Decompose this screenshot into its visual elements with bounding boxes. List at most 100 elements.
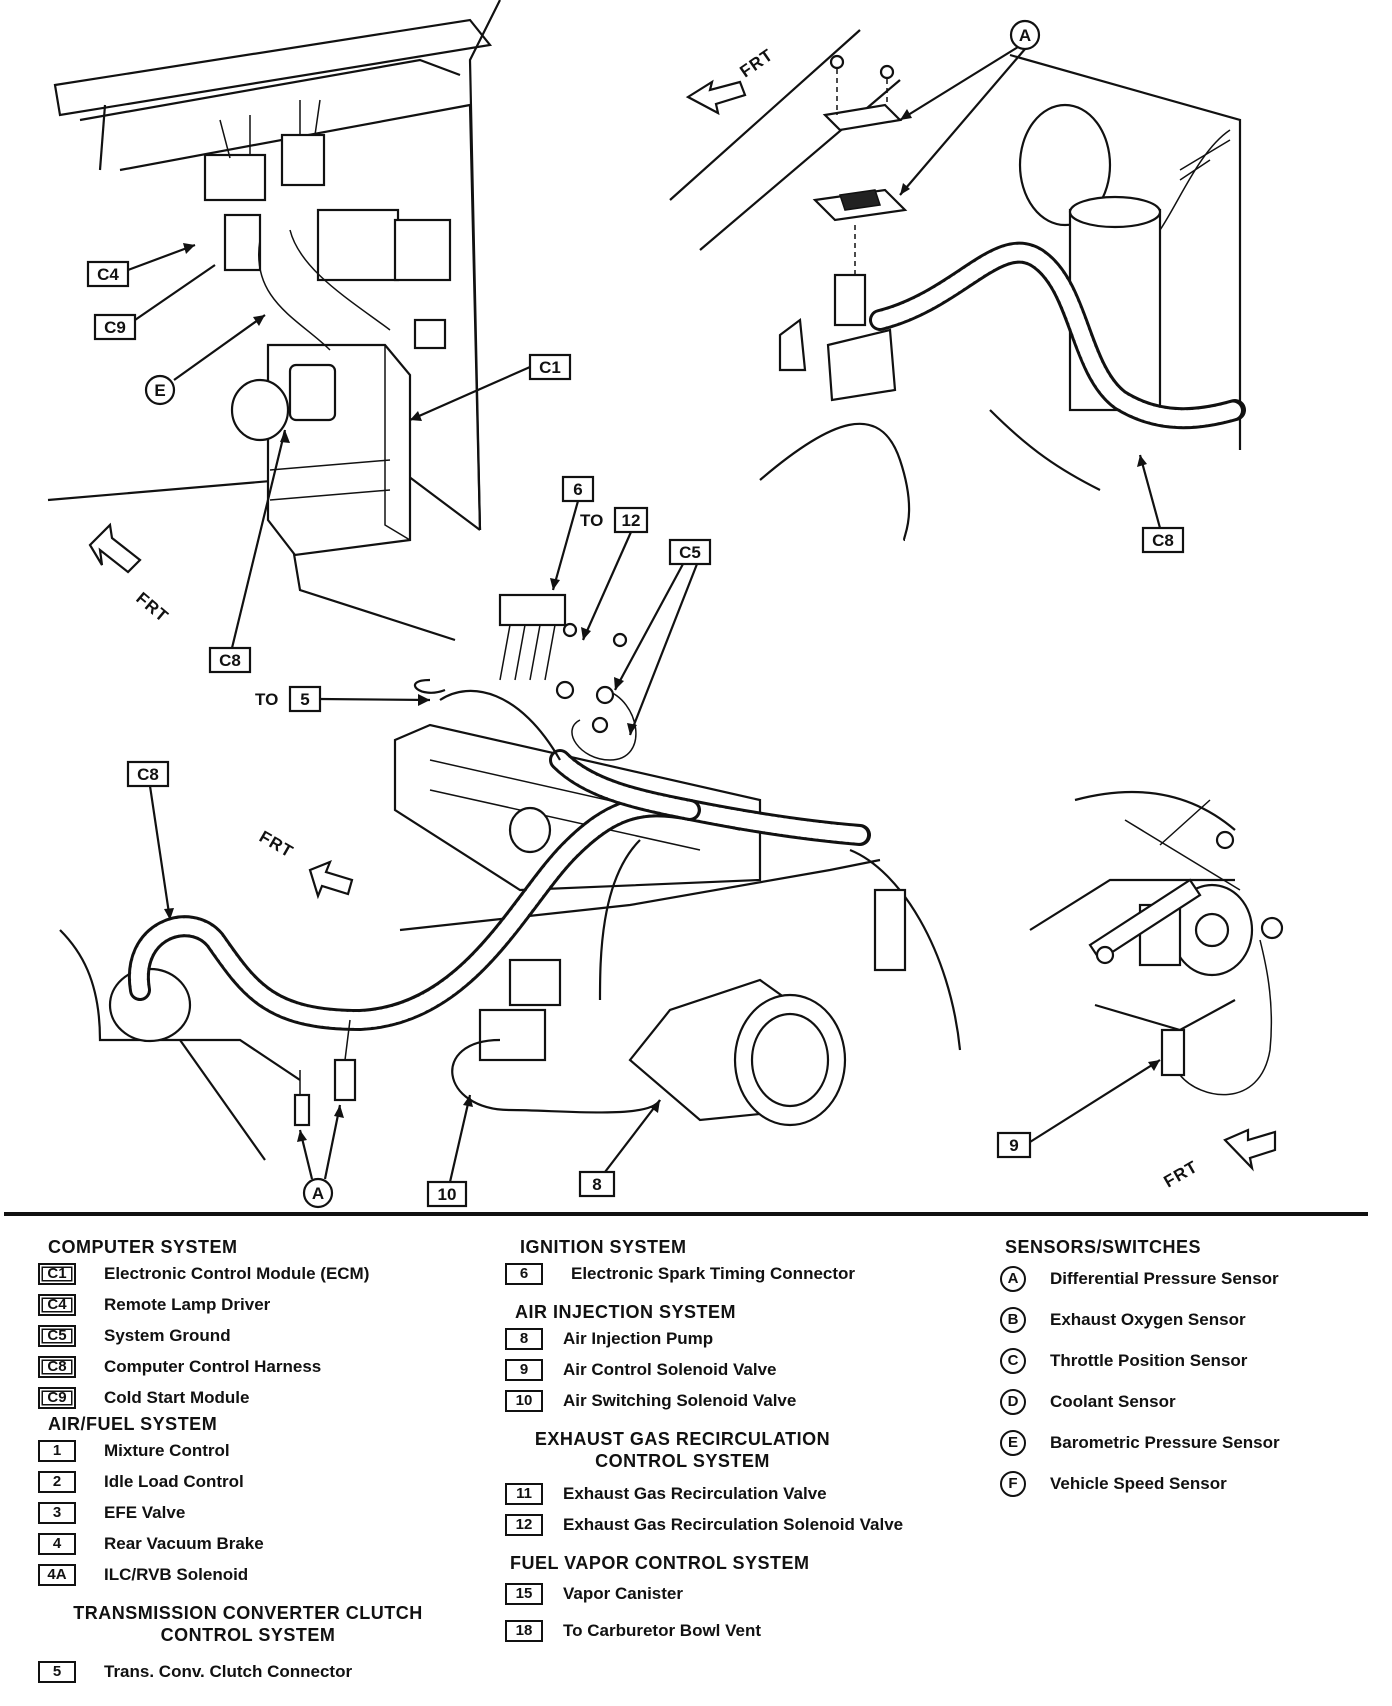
callout-c1-text: C1 — [539, 358, 561, 377]
legend-code: 10 — [505, 1389, 543, 1412]
callout-to12: TO 12 — [580, 506, 649, 641]
egr-heading-line2: CONTROL SYSTEM — [595, 1451, 770, 1471]
callout-to12-prefix: TO — [580, 511, 603, 530]
legend-label: To Carburetor Bowl Vent — [563, 1620, 762, 1640]
legend-label: Rear Vacuum Brake — [104, 1533, 264, 1553]
legend-item: C4 Remote Lamp Driver — [38, 1289, 508, 1320]
callout-six-text: 6 — [573, 480, 582, 499]
callout-to12-text: 12 — [622, 511, 641, 530]
legend-item: F Vehicle Speed Sensor — [1000, 1463, 1370, 1504]
legend-code: B — [1000, 1306, 1026, 1333]
legend-label: Mixture Control — [104, 1440, 230, 1460]
ignition-system-heading: IGNITION SYSTEM — [520, 1237, 687, 1257]
air-injection-heading: AIR INJECTION SYSTEM — [515, 1302, 737, 1322]
legend-label: Exhaust Oxygen Sensor — [1050, 1309, 1246, 1329]
air-fuel-system-heading: AIR/FUEL SYSTEM — [48, 1414, 218, 1434]
legend-code: A — [1000, 1265, 1026, 1292]
legend-label: Vapor Canister — [563, 1583, 683, 1603]
legend-code: 8 — [505, 1327, 543, 1350]
frt-label-4: FRT — [1161, 1157, 1202, 1191]
frt-label-3: FRT — [256, 827, 297, 861]
engine-wiring-diagram: C4 C9 E C1 C8 FRT — [47, 0, 1284, 1209]
legend-label: System Ground — [104, 1325, 231, 1345]
legend-item: 10 Air Switching Solenoid Valve — [505, 1385, 975, 1416]
callout-c4: C4 — [86, 243, 196, 288]
legend-code: 2 — [38, 1470, 76, 1493]
fuel-vapor-heading: FUEL VAPOR CONTROL SYSTEM — [510, 1553, 810, 1573]
callout-a-top-text: A — [1019, 26, 1031, 45]
legend-label: Cold Start Module — [104, 1387, 250, 1407]
callout-c8-left-text: C8 — [137, 765, 159, 784]
legend-label: Vehicle Speed Sensor — [1050, 1473, 1227, 1493]
legend-code: F — [1000, 1470, 1026, 1497]
legend-code: 3 — [38, 1501, 76, 1524]
callout-e-text: E — [154, 381, 165, 400]
legend-label: Remote Lamp Driver — [104, 1294, 271, 1314]
legend-code: C8 — [38, 1355, 76, 1378]
frt-arrow-4: FRT — [1161, 1128, 1277, 1191]
callout-to5-text: 5 — [300, 690, 309, 709]
callout-a-bottom: A — [297, 1104, 344, 1209]
transmission-heading-line1: TRANSMISSION CONVERTER CLUTCH — [73, 1603, 423, 1623]
callout-c8-ecm: C8 — [208, 429, 290, 674]
callout-c5: C5 — [614, 538, 712, 736]
air-cleaner-illustration — [669, 29, 1246, 542]
callout-c8-ecm-text: C8 — [219, 651, 241, 670]
legend-label: Air Switching Solenoid Valve — [563, 1390, 797, 1410]
callout-a-top: A — [899, 19, 1041, 196]
computer-system-heading: COMPUTER SYSTEM — [48, 1237, 238, 1257]
legend-code: 11 — [505, 1482, 543, 1505]
callout-nine: 9 — [996, 1059, 1161, 1159]
callout-ten-text: 10 — [438, 1185, 457, 1204]
legend-code: 12 — [505, 1513, 543, 1536]
legend-item: C8 Computer Control Harness — [38, 1351, 508, 1382]
legend-code: 6 — [505, 1262, 543, 1285]
legend-code: 15 — [505, 1582, 543, 1605]
legend-code: 18 — [505, 1619, 543, 1642]
callout-c4-text: C4 — [97, 265, 119, 284]
legend-label: Differential Pressure Sensor — [1050, 1268, 1279, 1288]
frt-label-2: FRT — [736, 45, 776, 81]
legend-code: C — [1000, 1347, 1026, 1374]
legend-label: Electronic Control Module (ECM) — [104, 1263, 370, 1283]
callout-ten: 10 — [426, 1094, 473, 1208]
legend-code: D — [1000, 1388, 1026, 1415]
legend-code: C4 — [38, 1293, 76, 1316]
air-control-valve-illustration — [1029, 790, 1284, 1096]
legend-item: 18 To Carburetor Bowl Vent — [505, 1615, 975, 1646]
legend-item: B Exhaust Oxygen Sensor — [1000, 1299, 1370, 1340]
legend-code: C9 — [38, 1386, 76, 1409]
callout-a-bottom-text: A — [312, 1184, 324, 1203]
frt-label-1: FRT — [132, 589, 172, 627]
legend-code: 4A — [38, 1563, 76, 1586]
legend-label: Computer Control Harness — [104, 1356, 322, 1376]
callout-e: E — [144, 314, 266, 406]
ecm-illustration — [47, 0, 501, 642]
legend-item: C9 Cold Start Module — [38, 1382, 508, 1413]
callout-eight-text: 8 — [592, 1175, 601, 1194]
legend-item: 15 Vapor Canister — [505, 1578, 975, 1609]
callout-c9: C9 — [93, 264, 216, 341]
legend-item: 8 Air Injection Pump — [505, 1323, 975, 1354]
legend-label: Electronic Spark Timing Connector — [571, 1263, 856, 1283]
legend-label: Air Injection Pump — [563, 1328, 714, 1348]
legend-code: 1 — [38, 1439, 76, 1462]
legend-code: 4 — [38, 1532, 76, 1555]
frt-arrow-3: FRT — [256, 827, 354, 900]
egr-heading-line1: EXHAUST GAS RECIRCULATION — [534, 1429, 831, 1449]
callout-c8-top-text: C8 — [1152, 531, 1174, 550]
